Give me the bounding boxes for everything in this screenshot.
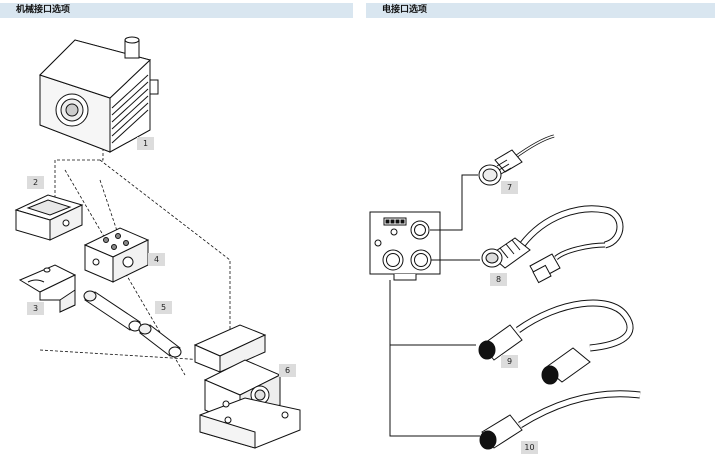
callout-5: 5 bbox=[155, 301, 172, 314]
adapter-cube bbox=[83, 227, 150, 283]
callout-2: 2 bbox=[27, 176, 44, 189]
m8-cable-pair bbox=[478, 299, 634, 385]
callout-6: 6 bbox=[279, 364, 296, 377]
callout-10: 10 bbox=[521, 441, 538, 454]
callout-8: 8 bbox=[490, 273, 507, 286]
pivot-mount bbox=[193, 324, 301, 449]
callout-7: 7 bbox=[501, 181, 518, 194]
m12-cable-connector bbox=[478, 134, 555, 186]
callout-3: 3 bbox=[27, 302, 44, 315]
electrical-interface-header: 电接口选项 bbox=[366, 3, 715, 18]
callout-9: 9 bbox=[501, 355, 518, 368]
mounting-block bbox=[14, 194, 84, 241]
mechanical-interface-header: 机械接口选项 bbox=[0, 3, 353, 18]
callout-1: 1 bbox=[137, 137, 154, 150]
callout-4: 4 bbox=[148, 253, 165, 266]
ethernet-cable-connector bbox=[481, 205, 624, 284]
rod-pair bbox=[83, 290, 182, 358]
m8-single-cable bbox=[479, 390, 641, 450]
camera-unit bbox=[39, 36, 159, 153]
camera-connector-panel bbox=[369, 211, 441, 281]
electrical-connection-lines bbox=[389, 174, 480, 437]
angle-bracket bbox=[18, 264, 77, 313]
